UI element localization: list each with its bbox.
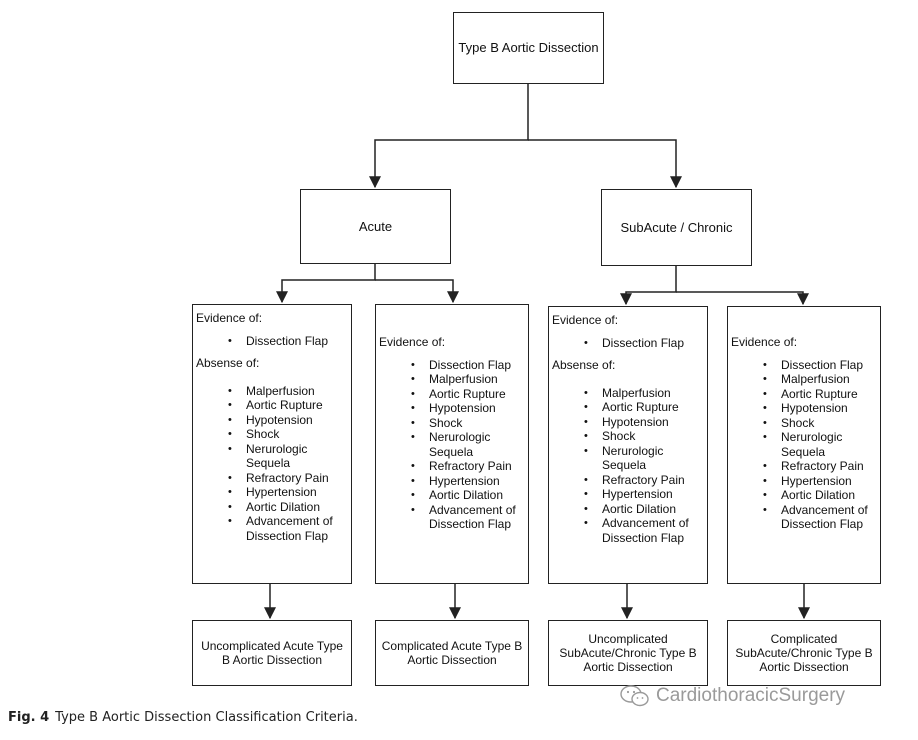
evidence-label: Evidence of: xyxy=(196,311,263,325)
list-item: Hypertension xyxy=(731,474,874,489)
absence-label: Absense of: xyxy=(196,356,260,370)
list-item: Malperfusion xyxy=(379,372,522,387)
root-node: Type B Aortic Dissection xyxy=(453,12,604,84)
connector-root-acute xyxy=(369,84,529,189)
list-item: Hypertension xyxy=(552,487,701,502)
caption-text: Type B Aortic Dissection Classification … xyxy=(55,710,358,725)
evidence-list: Dissection Flap Malperfusion Aortic Rupt… xyxy=(731,358,874,532)
list-item: Malperfusion xyxy=(196,384,345,399)
list-item: Nerurologic Sequela xyxy=(731,430,874,459)
list-item: Advancement of Dissection Flap xyxy=(731,503,874,532)
evidence-label: Evidence of: xyxy=(552,313,619,327)
list-item: Refractory Pain xyxy=(552,473,701,488)
list-item: Nerurologic Sequela xyxy=(552,444,701,473)
outcome-label: Uncomplicated SubAcute/Chronic Type B Ao… xyxy=(559,632,697,674)
evidence-list: Dissection Flap Malperfusion Aortic Rupt… xyxy=(379,358,522,532)
connector-chronic-complicated xyxy=(676,291,809,306)
list-item: Shock xyxy=(731,416,874,431)
outcome-label: Complicated Acute Type B Aortic Dissecti… xyxy=(381,639,523,667)
evidence-label: Evidence of: xyxy=(731,335,798,349)
figure-caption: Fig. 4 Type B Aortic Dissection Classific… xyxy=(8,710,358,725)
list-item: Hypotension xyxy=(379,401,522,416)
outcome-uncomplicated-subacute-chronic: Uncomplicated SubAcute/Chronic Type B Ao… xyxy=(548,620,708,686)
list-item: Nerurologic Sequela xyxy=(196,442,345,471)
list-item: Aortic Rupture xyxy=(731,387,874,402)
connector-acute-uncomplicated xyxy=(276,264,376,304)
root-node-label: Type B Aortic Dissection xyxy=(458,40,599,55)
list-item: Refractory Pain xyxy=(379,459,522,474)
branch-subacute-chronic-label: SubAcute / Chronic xyxy=(620,219,733,235)
list-item: Hypotension xyxy=(196,413,345,428)
list-item: Dissection Flap xyxy=(552,336,701,351)
list-item: Shock xyxy=(379,416,522,431)
list-item: Refractory Pain xyxy=(731,459,874,474)
list-item: Advancement of Dissection Flap xyxy=(379,503,522,532)
outcome-uncomplicated-acute: Uncomplicated Acute Type B Aortic Dissec… xyxy=(192,620,352,686)
branch-acute-label: Acute xyxy=(358,218,393,234)
list-item: Dissection Flap xyxy=(731,358,874,373)
branch-acute: Acute xyxy=(300,189,451,264)
list-item: Aortic Dilation xyxy=(731,488,874,503)
connector-root-chronic xyxy=(528,139,682,189)
absence-list: Malperfusion Aortic Rupture Hypotension … xyxy=(196,384,345,544)
list-item: Malperfusion xyxy=(552,386,701,401)
absence-label: Absense of: xyxy=(552,358,616,372)
criteria-complicated-subacute-chronic: Evidence of: Dissection Flap Malperfusio… xyxy=(727,306,881,584)
list-item: Nerurologic Sequela xyxy=(379,430,522,459)
criteria-complicated-acute: Evidence of: Dissection Flap Malperfusio… xyxy=(375,304,529,584)
list-item: Shock xyxy=(196,427,345,442)
list-item: Aortic Rupture xyxy=(552,400,701,415)
connector-acute-complicated xyxy=(375,279,459,304)
watermark: CardiothoracicSurgery xyxy=(620,685,845,707)
evidence-label: Evidence of: xyxy=(379,335,446,349)
list-item: Advancement of Dissection Flap xyxy=(196,514,345,543)
list-item: Aortic Dilation xyxy=(552,502,701,517)
list-item: Aortic Dilation xyxy=(196,500,345,515)
list-item: Hypertension xyxy=(196,485,345,500)
branch-subacute-chronic: SubAcute / Chronic xyxy=(601,189,752,266)
list-item: Dissection Flap xyxy=(379,358,522,373)
figure-number: Fig. 4 xyxy=(8,710,50,725)
list-item: Hypertension xyxy=(379,474,522,489)
evidence-list: Dissection Flap xyxy=(196,334,345,349)
outcome-label: Complicated SubAcute/Chronic Type B Aort… xyxy=(735,632,873,674)
connector-chronic-uncomplicated xyxy=(620,266,677,306)
list-item: Aortic Rupture xyxy=(379,387,522,402)
outcome-complicated-subacute-chronic: Complicated SubAcute/Chronic Type B Aort… xyxy=(727,620,881,686)
watermark-text: CardiothoracicSurgery xyxy=(656,685,846,706)
list-item: Dissection Flap xyxy=(196,334,345,349)
list-item: Hypotension xyxy=(552,415,701,430)
absence-list: Malperfusion Aortic Rupture Hypotension … xyxy=(552,386,701,546)
outcome-label: Uncomplicated Acute Type B Aortic Dissec… xyxy=(201,639,343,667)
list-item: Aortic Rupture xyxy=(196,398,345,413)
list-item: Refractory Pain xyxy=(196,471,345,486)
criteria-uncomplicated-subacute-chronic: Evidence of: Dissection Flap Absense of:… xyxy=(548,306,708,584)
list-item: Malperfusion xyxy=(731,372,874,387)
evidence-list: Dissection Flap xyxy=(552,336,701,351)
criteria-uncomplicated-acute: Evidence of: Dissection Flap Absense of:… xyxy=(192,304,352,584)
list-item: Advancement of Dissection Flap xyxy=(552,516,701,545)
list-item: Hypotension xyxy=(731,401,874,416)
wechat-icon xyxy=(620,685,649,707)
outcome-complicated-acute: Complicated Acute Type B Aortic Dissecti… xyxy=(375,620,529,686)
list-item: Aortic Dilation xyxy=(379,488,522,503)
list-item: Shock xyxy=(552,429,701,444)
